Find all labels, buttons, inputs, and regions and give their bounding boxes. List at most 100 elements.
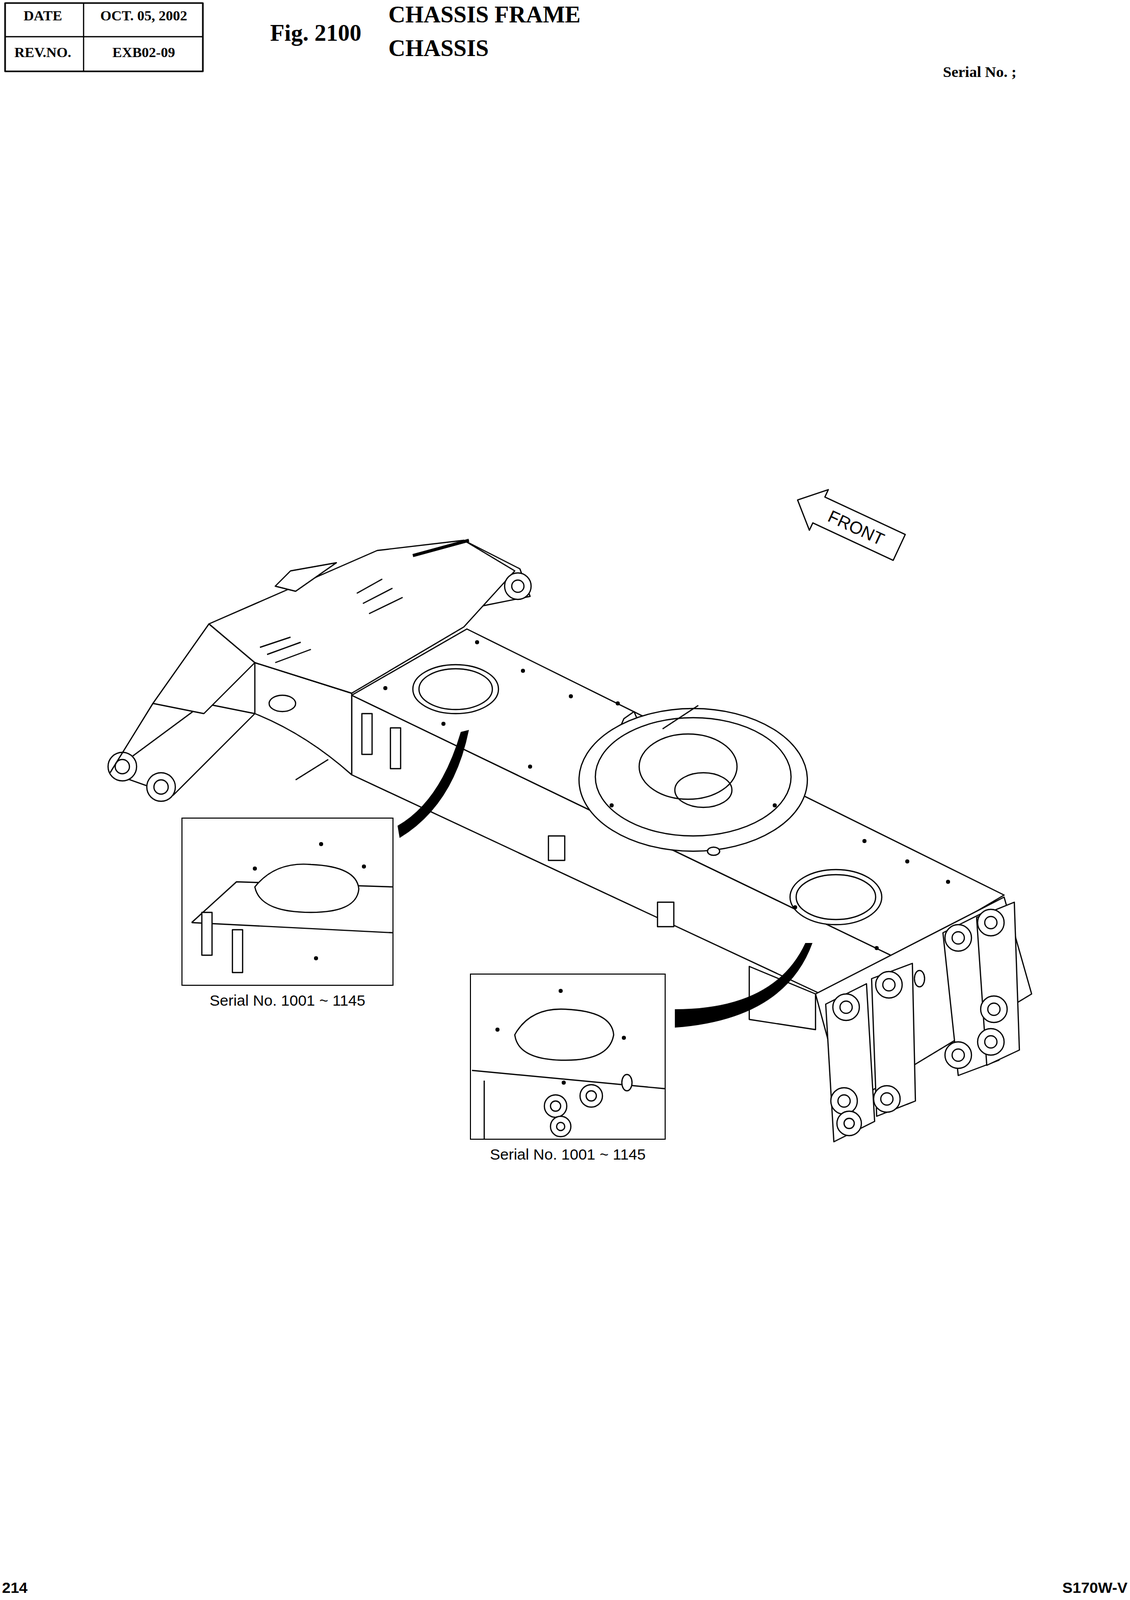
main-beam — [412, 664, 499, 714]
rear-end-plates — [836, 1111, 862, 1136]
detail-two — [556, 1122, 565, 1131]
front-outrigger — [504, 572, 532, 600]
front-outrigger — [275, 649, 311, 663]
null — [558, 988, 563, 993]
detail-two — [580, 1084, 603, 1108]
main-beam — [707, 847, 720, 856]
detail-arrows — [397, 729, 813, 1028]
null — [361, 864, 366, 869]
null — [313, 956, 319, 961]
main-beam — [657, 902, 674, 927]
main-beam — [796, 874, 876, 920]
detail-two — [471, 1070, 666, 1089]
null — [862, 838, 867, 844]
front-outrigger — [267, 642, 301, 655]
rear-end-plates — [832, 993, 860, 1021]
front-outrigger — [146, 772, 176, 802]
main-beam — [579, 708, 808, 852]
rear-end-plates — [976, 902, 1020, 1066]
null — [252, 866, 257, 871]
null — [568, 694, 573, 699]
front-outrigger — [511, 580, 524, 593]
detail-inset: Serial No. 1001 ~ 1145 — [181, 817, 394, 986]
rear-end-plates — [914, 970, 925, 987]
main-beam — [548, 835, 565, 861]
detail-inset: Serial No. 1001 ~ 1145 — [469, 973, 666, 1140]
front-outrigger — [108, 752, 137, 781]
rear-end-plates — [980, 995, 1008, 1023]
null — [319, 842, 324, 847]
null — [609, 803, 614, 808]
front-outrigger — [110, 703, 255, 796]
detail-two — [550, 1116, 571, 1137]
header-table — [83, 3, 85, 72]
rear-end-plates — [984, 916, 997, 929]
front-outrigger — [369, 597, 403, 614]
rear-end-plates — [952, 1048, 965, 1062]
main-beam — [295, 759, 329, 780]
header-table — [5, 3, 203, 72]
front-outrigger — [153, 779, 169, 795]
main-beam — [390, 727, 401, 769]
front-arrow — [787, 479, 909, 568]
header-table — [5, 36, 203, 38]
rear-end-plates — [944, 1041, 972, 1069]
null — [874, 945, 879, 951]
main-beam — [595, 717, 792, 836]
serial-caption: Serial No. 1001 ~ 1145 — [209, 991, 366, 1010]
null — [561, 1080, 566, 1085]
null — [383, 686, 388, 691]
detail-two — [550, 1100, 561, 1112]
detail-two — [621, 1074, 633, 1091]
serial-caption: Serial No. 1001 ~ 1145 — [489, 1145, 646, 1164]
null — [905, 859, 910, 864]
front-outrigger — [412, 540, 469, 556]
figure-title: CHASSIS — [388, 35, 489, 62]
null — [495, 988, 626, 1085]
rear-end-plates — [882, 978, 896, 991]
table-cell: OCT. 05, 2002 — [100, 8, 188, 24]
rear-end-plates — [873, 1085, 901, 1113]
detail-two — [544, 1094, 567, 1118]
table-cell: DATE — [23, 8, 63, 24]
null — [615, 701, 620, 706]
main-beam — [639, 733, 738, 800]
front-outrigger — [208, 540, 515, 694]
front-outrigger — [275, 562, 337, 592]
rear-end-plates — [839, 1001, 853, 1014]
rear-end-plates — [871, 963, 916, 1117]
front-outrigger — [356, 579, 383, 594]
detail-arrows — [397, 729, 469, 838]
front-outrigger — [110, 703, 153, 773]
detail-two — [471, 988, 666, 1140]
front-outrigger — [259, 637, 291, 648]
rear-end-plates — [880, 1092, 893, 1106]
detail-arrows — [674, 942, 813, 1028]
rear-end-plates — [944, 924, 972, 952]
null — [252, 842, 366, 961]
main-beam — [674, 772, 732, 808]
detail-one — [254, 863, 359, 913]
table-cell: REV.NO. — [14, 44, 72, 61]
front-outrigger — [362, 588, 393, 604]
main-beam — [418, 668, 493, 710]
rear-end-plates — [987, 1003, 1001, 1016]
detail-one — [232, 929, 243, 973]
table-cell: EXB02-09 — [112, 44, 176, 61]
rear-end-plates — [749, 897, 1032, 1142]
null — [383, 640, 951, 951]
null — [621, 1035, 626, 1040]
rear-end-plates — [844, 1118, 855, 1129]
front-outrigger — [108, 540, 532, 802]
model-code: S170W-V — [1062, 1579, 1128, 1596]
null — [441, 721, 446, 726]
detail-two — [514, 1009, 614, 1061]
main-beam — [790, 869, 882, 925]
null — [772, 803, 777, 808]
null — [945, 879, 951, 884]
figure-title: CHASSIS FRAME — [388, 2, 581, 29]
detail-one — [201, 912, 213, 956]
page-number: 214 — [2, 1579, 28, 1596]
serial-note: Serial No. ; — [942, 63, 1017, 81]
